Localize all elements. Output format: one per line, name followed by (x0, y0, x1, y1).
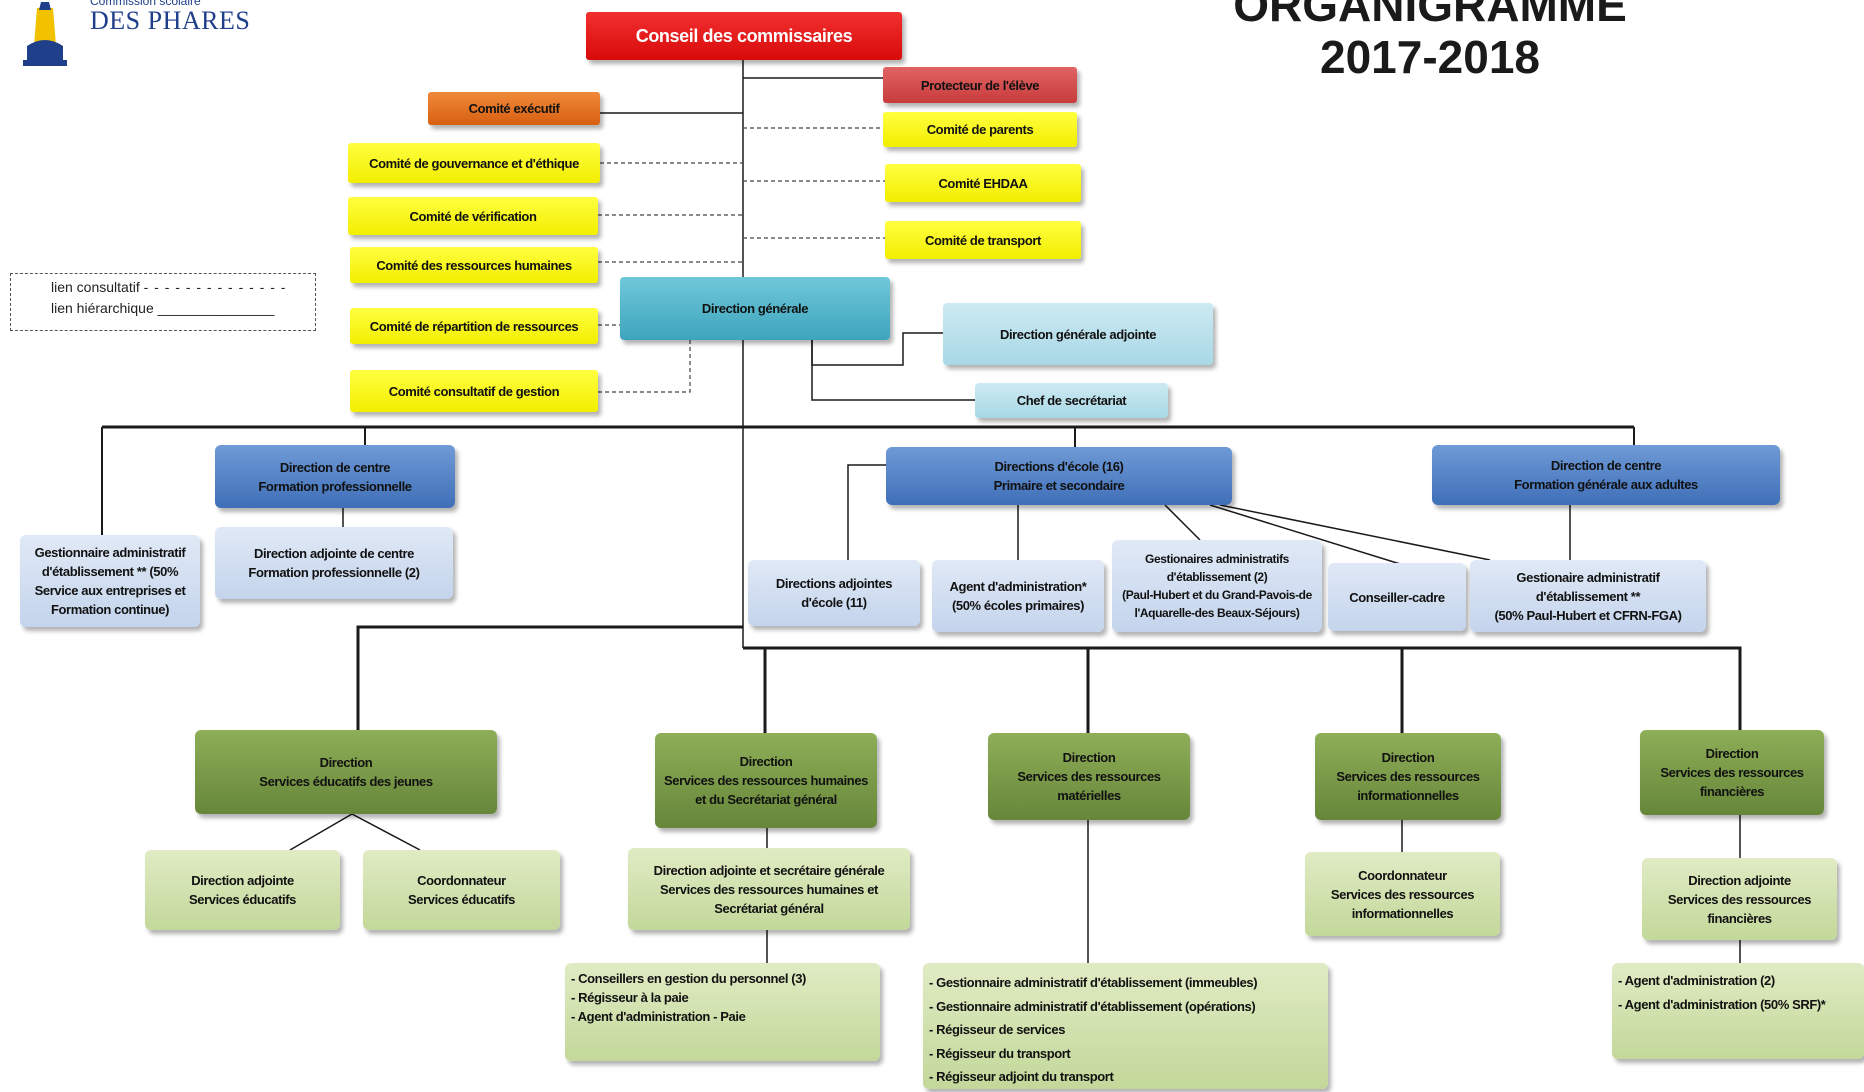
list-item: - Agent d'administration - Paie (571, 1009, 746, 1024)
box-conseiller-cadre[interactable]: Conseiller-cadre (1328, 563, 1466, 631)
box-da-se[interactable]: Direction adjointe Services éducatifs (145, 850, 340, 930)
box-agent-admin[interactable]: Agent d'administration* (50% écoles prim… (932, 560, 1104, 632)
list-srf: - Agent d'administration (2) - Agent d'ad… (1618, 969, 1826, 1016)
box-comite-transport[interactable]: Comité de transport (885, 221, 1081, 259)
box-comite-rh[interactable]: Comité des ressources humaines (350, 247, 598, 283)
box-dg-adjointe[interactable]: Direction générale adjointe (943, 303, 1213, 365)
box-coord-sri[interactable]: Coordonnateur Services des ressources in… (1305, 852, 1500, 936)
legend: lien consultatif - - - - - - - - - - - -… (10, 273, 316, 331)
box-da-fp[interactable]: Direction adjointe de centre Formation p… (215, 527, 453, 599)
legend-consultatif: lien consultatif - - - - - - - - - - - -… (51, 279, 287, 295)
box-directions-ecole[interactable]: Directions d'école (16) Primaire et seco… (886, 447, 1232, 505)
box-comite-parents[interactable]: Comité de parents (883, 112, 1077, 147)
box-comite-executif[interactable]: Comité exécutif (428, 92, 600, 125)
box-comite-gouvernance[interactable]: Comité de gouvernance et d'éthique (348, 143, 600, 183)
box-dc-fga[interactable]: Direction de centre Formation générale a… (1432, 445, 1780, 505)
box-comite-ehdaa[interactable]: Comité EHDAA (885, 164, 1081, 202)
box-comite-verification[interactable]: Comité de vérification (348, 197, 598, 235)
box-list-srm[interactable]: - Gestionnaire administratif d'établisse… (923, 963, 1328, 1089)
box-protecteur-eleve[interactable]: Protecteur de l'élève (883, 67, 1077, 103)
box-sej[interactable]: Direction Services éducatifs des jeunes (195, 730, 497, 814)
lighthouse-logo-icon (23, 2, 67, 66)
box-comite-consultatif[interactable]: Comité consultatif de gestion (350, 370, 598, 412)
box-comite-repartition[interactable]: Comité de répartition de ressources (350, 308, 598, 344)
box-direction-generale[interactable]: Direction générale (620, 277, 890, 340)
list-item: - Conseillers en gestion du personnel (3… (571, 971, 806, 986)
box-srh[interactable]: Direction Services des ressources humain… (655, 733, 877, 828)
box-srf[interactable]: Direction Services des ressources financ… (1640, 730, 1824, 815)
box-conseil-commissaires[interactable]: Conseil des commissaires (586, 12, 902, 60)
list-srm: - Gestionnaire administratif d'établisse… (929, 971, 1258, 1089)
box-gestionnaire-50[interactable]: Gestionnaire administratif d'établisseme… (20, 535, 200, 627)
list-item: - Gestionnaire administratif d'établisse… (929, 998, 1256, 1014)
logo-subtitle: Commission scolaire (90, 0, 201, 8)
box-gestionnaires-2[interactable]: Gestionaires administratifs d'établissem… (1112, 540, 1322, 632)
box-sri[interactable]: Direction Services des ressources inform… (1315, 733, 1501, 820)
box-coord-se[interactable]: Coordonnateur Services éducatifs (363, 850, 560, 930)
logo-name: DES PHARES (90, 6, 251, 35)
logo: Commission scolaire DES PHARES (15, 0, 265, 68)
box-chef-secretariat[interactable]: Chef de secrétariat (975, 383, 1168, 418)
box-srm[interactable]: Direction Services des ressources matéri… (988, 733, 1190, 820)
page-year: 2017-2018 (1320, 31, 1540, 83)
box-dc-fp[interactable]: Direction de centre Formation profession… (215, 445, 455, 508)
box-list-srh[interactable]: - Conseillers en gestion du personnel (3… (565, 963, 880, 1061)
legend-hierarchique: lien hiérarchique _______________ (51, 300, 275, 316)
list-item: - Régisseur de services (929, 1022, 1066, 1037)
list-item: - Gestionnaire administratif d'établisse… (929, 975, 1258, 990)
list-item: - Régisseur du transport (929, 1045, 1071, 1061)
box-da-srh[interactable]: Direction adjointe et secrétaire général… (628, 848, 910, 930)
box-list-srf[interactable]: - Agent d'administration (2) - Agent d'ad… (1612, 963, 1864, 1059)
box-gestionnaire-cfrn[interactable]: Gestionaire administratif d'établissemen… (1470, 560, 1706, 632)
box-da-srf[interactable]: Direction adjointe Services des ressourc… (1642, 858, 1837, 940)
list-item: - Régisseur adjoint du transport (929, 1069, 1114, 1084)
box-directions-adjointes[interactable]: Directions adjointes d'école (11) (748, 560, 920, 626)
list-item: - Agent d'administration (50% SRF)* (1618, 996, 1826, 1012)
list-srh: - Conseillers en gestion du personnel (3… (571, 969, 806, 1026)
list-item: - Agent d'administration (2) (1618, 973, 1775, 988)
list-item: - Régisseur à la paie (571, 990, 689, 1005)
page-title: ORGANIGRAMME (1233, 0, 1627, 31)
